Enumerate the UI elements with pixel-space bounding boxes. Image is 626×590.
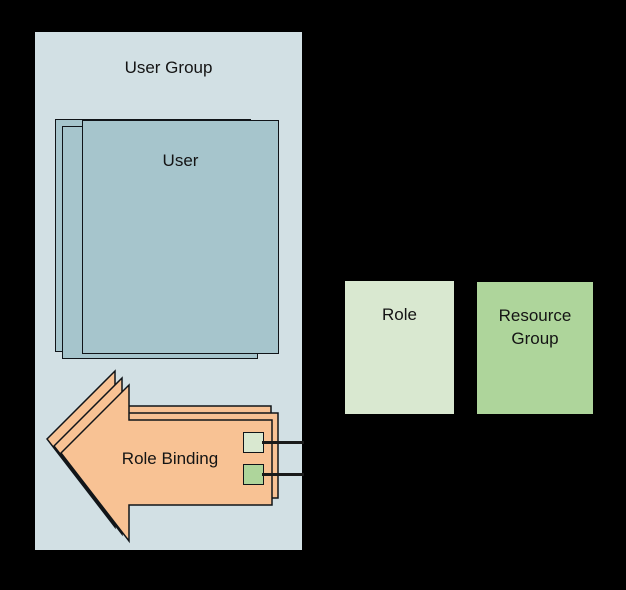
role-box[interactable]: Role: [345, 281, 454, 414]
role-port-square[interactable]: [243, 432, 264, 453]
connector-line-role: [262, 441, 304, 444]
role-binding-label: Role Binding: [121, 449, 219, 468]
user-card-front[interactable]: [82, 120, 279, 354]
resource-group-box-label: Resource Group: [498, 306, 572, 348]
user-group-label: User Group: [124, 58, 213, 77]
connector-line-resource: [262, 473, 304, 476]
resource-group-box[interactable]: Resource Group: [477, 282, 593, 414]
resource-port-square[interactable]: [243, 464, 264, 485]
arrow-shape-front: [60, 383, 273, 544]
role-box-label: Role: [382, 305, 417, 324]
user-card-label: User: [162, 151, 199, 170]
role-binding-arrow-front[interactable]: [60, 383, 286, 544]
